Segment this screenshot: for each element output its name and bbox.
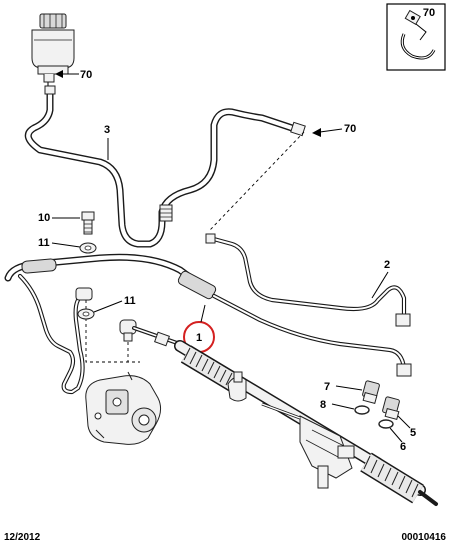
high-pressure-pipe-1 — [4, 253, 412, 395]
banjo-bolt-10 — [81, 211, 95, 235]
return-pipe-2 — [205, 233, 411, 327]
leader-70-hose — [319, 128, 343, 133]
leader-2 — [371, 271, 389, 299]
return-hose-3 — [24, 85, 306, 248]
seal-8 — [354, 405, 370, 415]
leader-6 — [389, 427, 403, 443]
leader-11-mid — [93, 300, 123, 313]
leader-5 — [397, 415, 411, 429]
leader-7 — [335, 385, 363, 391]
callout-3: 3 — [104, 124, 110, 136]
footer-reference: 00010416 — [402, 532, 447, 543]
callout-6: 6 — [400, 441, 406, 453]
leader-11-top — [51, 242, 81, 248]
callout-8: 8 — [320, 399, 326, 411]
union-7 — [362, 380, 380, 405]
dashed-link-pump — [85, 300, 140, 363]
power-steering-pump — [85, 371, 162, 445]
clamp-inset-box: 70 — [386, 3, 446, 71]
callout-1: 1 — [196, 332, 202, 344]
callout-11-mid: 11 — [124, 295, 136, 307]
callout-10: 10 — [38, 212, 50, 224]
hose-clamp-icon — [400, 9, 436, 60]
arrow-70-reservoir — [55, 70, 63, 78]
seal-6 — [378, 419, 394, 429]
rack-boot-left — [180, 345, 242, 393]
callout-5: 5 — [410, 427, 416, 439]
union-5 — [382, 396, 400, 421]
arrow-70-hose — [312, 128, 321, 137]
tie-rod-end — [119, 319, 182, 347]
callout-70-reservoir: 70 — [80, 69, 92, 81]
leader-1 — [200, 304, 206, 323]
footer-date: 12/2012 — [4, 532, 41, 543]
washer-11-mid — [77, 308, 95, 320]
callout-7: 7 — [324, 381, 330, 393]
washer-11-top — [79, 242, 97, 254]
dashed-link-hose — [209, 131, 305, 231]
callout-70-box: 70 — [423, 7, 435, 19]
callout-11-top: 11 — [38, 237, 50, 249]
callout-70-hose: 70 — [344, 123, 356, 135]
rack-boot-right — [360, 452, 424, 504]
leader-8 — [331, 403, 355, 410]
callout-2: 2 — [384, 259, 390, 271]
steering-rack — [174, 340, 438, 506]
fluid-reservoir — [31, 13, 75, 88]
